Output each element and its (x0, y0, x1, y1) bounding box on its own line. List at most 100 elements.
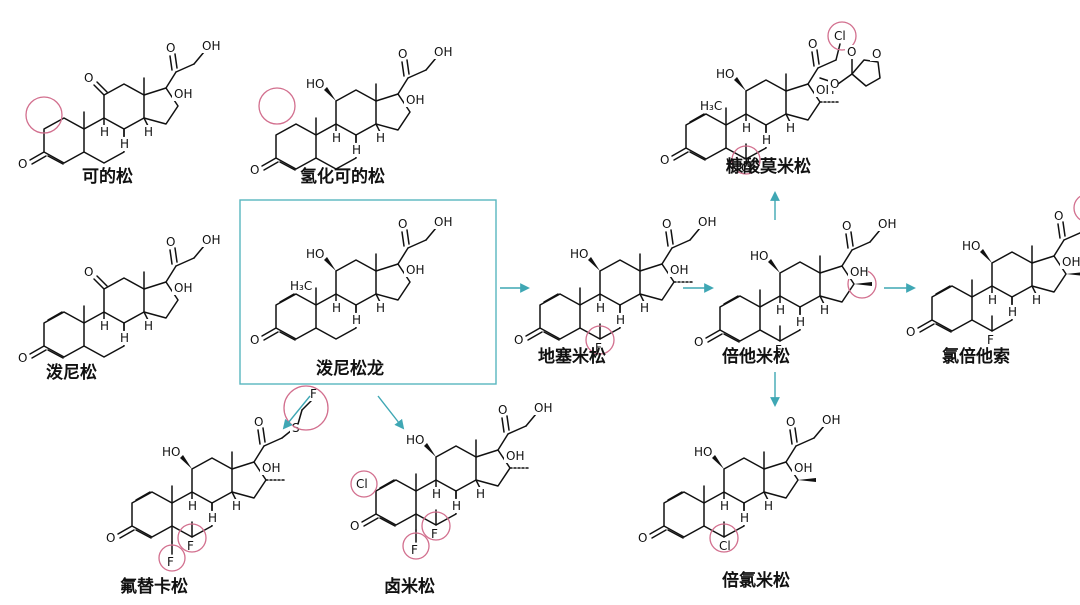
c11-hydroxyl-label: HO (694, 445, 712, 459)
c13-hydrogen-label: H (820, 303, 829, 317)
c14-hydrogen-label: H (332, 131, 341, 145)
c13-hydrogen-label: H (376, 131, 385, 145)
c20-oxygen-label: O (842, 219, 851, 233)
c21-hydroxyl-label: OH (822, 413, 840, 427)
c2-chloro-label: Cl (356, 477, 368, 491)
c9-halogen-label: F (987, 333, 994, 347)
c13-hydrogen-label: H (640, 301, 649, 315)
c9-highlight-circle (421, 511, 451, 541)
c14-hydrogen-label: H (100, 125, 109, 139)
steroid-core (261, 59, 427, 171)
c9-halogen-label: Cl (719, 539, 731, 553)
c9-halogen-label: F (431, 527, 438, 541)
c21-hydroxyl-label: OH (202, 39, 220, 53)
compound-name-cortisone: 可的松 (82, 166, 133, 187)
c3-oxygen-label: O (638, 531, 647, 545)
steroid-core (117, 427, 283, 539)
c14-hydrogen-label: H (988, 293, 997, 307)
c3-oxygen-label: O (18, 157, 27, 171)
c14-hydrogen-label: H (742, 121, 751, 135)
c13-hydrogen-label: H (144, 125, 153, 139)
c6-highlight-circle (402, 532, 430, 560)
c11-hydroxyl-label: HO (716, 67, 734, 81)
c9-halogen-label: F (187, 539, 194, 553)
c10-methyl-label: H₃C (290, 279, 312, 293)
c14-hydrogen-label: H (432, 487, 441, 501)
c20-oxygen-label: O (808, 37, 817, 51)
compound-name-mometasone-furoate: 糠酸莫米松 (725, 156, 811, 177)
c9-halogen-label: F (595, 341, 602, 355)
c11-oxo-label: O (84, 265, 93, 279)
c9-highlight-circle (585, 325, 615, 355)
c11-hydroxyl-label: HO (570, 247, 588, 261)
compound-name-betamethasone: 倍他米松 (722, 346, 790, 367)
prednisolone-highlight-box (239, 199, 497, 385)
ring-a-highlight-circle (258, 87, 296, 125)
arrow-prednisolone-to-fluticasone (282, 395, 311, 430)
c2-highlight-circle (350, 470, 378, 498)
c20-oxygen-label: O (1054, 209, 1063, 223)
c3-oxygen-label: O (250, 333, 259, 347)
c8-hydrogen-label: H (352, 143, 361, 157)
c6-fluoro-label: F (411, 543, 418, 557)
c3-oxygen-label: O (660, 153, 669, 167)
compound-name-prednisolone: 泼尼松龙 (316, 358, 384, 379)
c14-hydrogen-label: H (188, 499, 197, 513)
c3-oxygen-label: O (906, 325, 915, 339)
c14-hydrogen-label: H (596, 301, 605, 315)
c21-hydroxyl-label: OH (698, 215, 716, 229)
compound-name-dexamethasone: 地塞米松 (538, 346, 606, 367)
c17-hydroxyl-label: OH (670, 263, 688, 277)
compound-name-hydrocortisone: 氢化可的松 (300, 166, 385, 187)
c3-oxygen-label: O (694, 335, 703, 349)
c13-hydrogen-label: H (144, 319, 153, 333)
c21-highlight-circle (283, 385, 329, 431)
steroid-core (917, 221, 1080, 333)
c11-hydroxyl-label: HO (406, 433, 424, 447)
steroid-core (361, 415, 527, 527)
c17-hydroxyl-label: OH (406, 263, 424, 277)
compound-name-fluticasone: 氟替卡松 (120, 576, 188, 597)
c8-hydrogen-label: H (796, 315, 805, 329)
furan-oxygen-label: O (872, 47, 881, 61)
c3-oxygen-label: O (350, 519, 359, 533)
c8-hydrogen-label: H (352, 313, 361, 327)
c20-oxygen-label: O (398, 217, 407, 231)
c6-highlight-circle (158, 544, 186, 572)
compound-name-prednisone: 泼尼松 (46, 362, 97, 383)
c8-hydrogen-label: H (120, 331, 129, 345)
c20-oxygen-label: O (166, 235, 175, 249)
c21-fluoro-label: F (310, 387, 317, 401)
c11-oxo-label: O (84, 71, 93, 85)
c8-hydrogen-label: H (452, 499, 461, 513)
furoate-ester-oxygen-label: O (830, 77, 839, 91)
c17-hydroxyl-label: OH (850, 265, 868, 279)
c11-hydroxyl-label: HO (306, 247, 324, 261)
c17-hydroxyl-label: OH (406, 93, 424, 107)
c9-halogen-label: Cl (741, 161, 753, 175)
c9-highlight-circle (731, 145, 761, 175)
c9-highlight-circle (709, 523, 739, 553)
c17-hydroxyl-label: OH (174, 87, 192, 101)
c20-oxygen-label: O (166, 41, 175, 55)
c8-hydrogen-label: H (740, 511, 749, 525)
c21-highlight-circle (827, 21, 857, 51)
c8-hydrogen-label: H (616, 313, 625, 327)
c8-hydrogen-label: H (1008, 305, 1017, 319)
c13-hydrogen-label: H (764, 499, 773, 513)
c13-hydrogen-label: H (1032, 293, 1041, 307)
steroid-core (525, 229, 691, 341)
c21-hydroxyl-label: OH (534, 401, 552, 415)
steroid-core (29, 53, 195, 165)
c20-oxygen-label: O (662, 217, 671, 231)
c20-oxygen-label: O (398, 47, 407, 61)
c21-chloro-label: Cl (834, 29, 846, 43)
